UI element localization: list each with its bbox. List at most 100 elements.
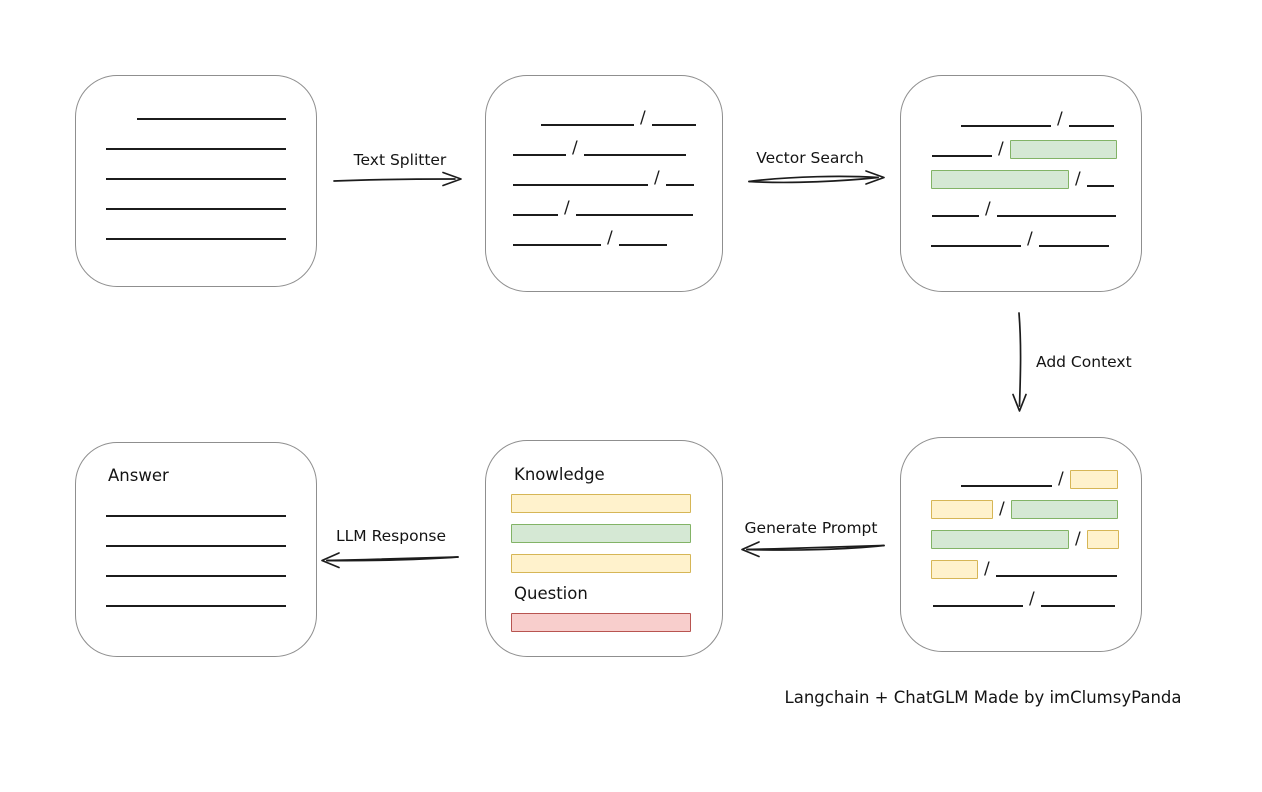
knowledge-bars [511,494,691,584]
text-line [513,153,566,156]
question-bars [511,613,691,643]
answer-label: Answer [108,466,169,485]
llm-response-label: LLM Response [335,527,447,545]
chunk-rows: / / / / / [513,98,704,248]
chunk-row: / [513,98,704,128]
chunk-row: / [513,158,704,188]
separator-slash: / [1075,529,1081,549]
text-line [1068,124,1114,127]
text-splitter-arrow [333,171,462,187]
red-chunk-bar [511,613,691,632]
text-line [106,604,286,607]
text-line-row [106,92,286,122]
separator-slash: / [572,138,578,158]
generate-prompt-arrow [741,541,885,558]
chunk-row: / [931,459,1123,489]
retrieved-chunk-rows: ///// [931,99,1123,249]
context-chunk-rows: / / / / / [931,459,1123,609]
chunk-row: / [931,129,1123,159]
text-splitter-label: Text Splitter [353,151,447,169]
chunk-row: / [931,549,1123,579]
yellow-chunk-bar [511,554,691,573]
text-line-row [106,519,286,549]
chunk-row: / [931,519,1123,549]
yellow-chunk-bar [511,494,691,513]
text-line-row [106,152,286,182]
add-context-label: Add Context [1036,353,1132,371]
document-node [75,75,317,287]
text-line-row [106,212,286,242]
question-label: Question [514,584,588,603]
chunk-row: / [931,159,1123,189]
separator-slash: / [1029,589,1035,609]
separator-slash: / [607,228,613,248]
chunk-row: / [931,99,1123,129]
text-line [665,183,694,186]
text-line [995,574,1117,577]
text-line [996,214,1116,217]
caption: Langchain + ChatGLM Made by imClumsyPand… [784,688,1182,707]
separator-slash: / [984,559,990,579]
separator-slash: / [564,198,570,218]
yellow-chunk [931,560,978,579]
separator-slash: / [985,199,991,219]
green-chunk [931,530,1069,549]
yellow-chunk [931,500,993,519]
green-chunk [1009,140,1117,159]
yellow-chunk [1069,470,1118,489]
text-line [651,123,696,126]
vector-search-arrow [748,170,885,185]
separator-slash: / [999,499,1005,519]
text-line [106,574,286,577]
separator-slash: / [1058,469,1064,489]
add-context-arrow [1012,312,1027,412]
text-line-row [106,122,286,152]
text-line [106,237,286,240]
text-line [583,153,686,156]
separator-slash: / [654,168,660,188]
chunk-row: / [513,218,704,248]
text-line [137,117,286,120]
text-line [106,207,286,210]
text-line [106,544,286,547]
chunk-row: / [513,188,704,218]
text-line [932,214,979,217]
retrieved-chunks-node: ///// [900,75,1142,292]
chunk-row: / [931,489,1123,519]
text-line [106,177,286,180]
answer-lines [106,489,286,609]
separator-slash: / [998,139,1004,159]
text-line-row [106,549,286,579]
context-chunks-node: / / / / / [900,437,1142,652]
text-line-row [106,579,286,609]
document-lines [106,92,286,242]
yellow-chunk [1086,530,1119,549]
text-line [513,213,558,216]
green-chunk-bar [511,524,691,543]
chunk-row: / [931,579,1123,609]
separator-slash: / [1075,169,1081,189]
text-line [961,484,1052,487]
chunks-node: / / / / / [485,75,723,292]
text-line [961,124,1051,127]
text-line [513,243,601,246]
text-line [933,604,1023,607]
text-line [1086,184,1114,187]
text-line [106,514,286,517]
text-line [932,154,992,157]
prompt-node: Knowledge Question [485,440,723,657]
chunk-row: / [931,189,1123,219]
knowledge-label: Knowledge [514,465,605,484]
text-line-row [106,182,286,212]
chunk-row: / [513,128,704,158]
text-line [1040,604,1115,607]
separator-slash: / [1057,109,1063,129]
separator-slash: / [640,108,646,128]
chunk-row: / [931,219,1123,249]
vector-search-label: Vector Search [756,149,864,167]
text-line [1038,244,1109,247]
text-line [618,243,667,246]
text-line [575,213,693,216]
green-chunk [931,170,1069,189]
